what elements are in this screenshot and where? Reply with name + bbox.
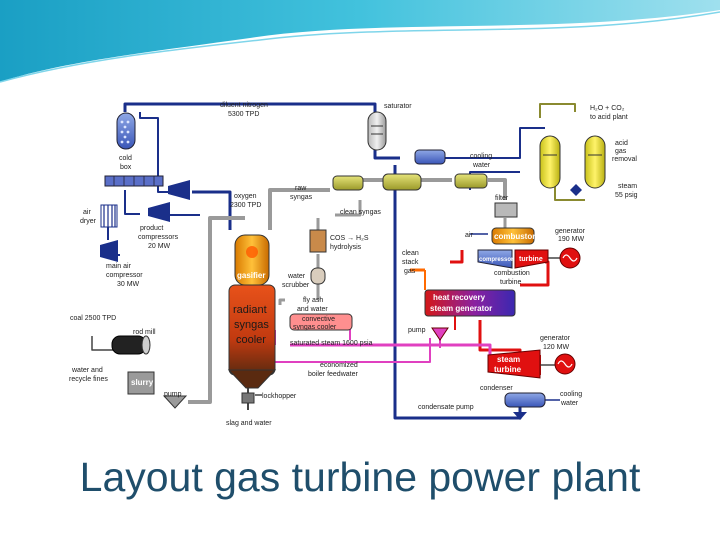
label-cooling-bottom: cooling bbox=[560, 391, 582, 398]
syngas-heat-exchangers bbox=[332, 173, 488, 191]
label-saturator: saturator bbox=[384, 103, 412, 110]
label-cold: cold bbox=[119, 155, 132, 162]
label-flyash-1: fly ash bbox=[303, 297, 323, 304]
label-water-and: water and bbox=[71, 367, 103, 374]
label-oxygen: oxygen bbox=[234, 193, 257, 200]
label-raw: raw bbox=[295, 185, 307, 192]
label-oxygen-rate: 2300 TPD bbox=[230, 202, 261, 209]
saturator-unit bbox=[367, 111, 387, 151]
label-clean-syngas: clean syngas bbox=[340, 209, 381, 216]
label-hydrolysis: hydrolysis bbox=[330, 244, 362, 251]
label-turbine: turbine bbox=[519, 256, 543, 263]
label-water-bottom: water bbox=[560, 400, 579, 407]
heat-recovery-steam-generator bbox=[424, 289, 516, 317]
label-generator-bottom-mw: 120 MW bbox=[543, 344, 569, 351]
label-generator-top-mw: 190 MW bbox=[558, 236, 584, 243]
radiant-syngas-cooler bbox=[227, 284, 277, 389]
convective-syngas-cooler bbox=[289, 313, 353, 331]
heat-exchanger-blue bbox=[414, 149, 446, 165]
water-scrubber-unit bbox=[310, 267, 326, 285]
label-removal: removal bbox=[612, 156, 637, 163]
label-convective: convective bbox=[302, 316, 335, 323]
label-h2o-co2: H₂O + CO₂ bbox=[590, 105, 625, 112]
label-diluent-nitrogen-rate: 5300 TPD bbox=[228, 111, 259, 118]
label-water-top: water bbox=[472, 162, 491, 169]
label-water-scrubber-2: scrubber bbox=[282, 282, 310, 289]
label-boiler-feedwater: boiler feedwater bbox=[308, 371, 358, 378]
label-water-scrubber-1: water bbox=[287, 273, 306, 280]
filter-unit bbox=[494, 202, 518, 218]
label-recycle-fines: recycle fines bbox=[69, 376, 108, 383]
label-steam-turbine-2: turbine bbox=[494, 365, 522, 374]
label-combustor: combustor bbox=[494, 232, 535, 241]
label-main-air-mw: 30 MW bbox=[117, 281, 140, 288]
label-air-dryer-2: dryer bbox=[80, 218, 97, 225]
lockhopper-unit bbox=[241, 392, 255, 404]
acid-gas-removal-columns bbox=[539, 135, 606, 196]
cos-hydrolysis-unit bbox=[309, 229, 327, 253]
compressor-icons bbox=[100, 180, 190, 262]
steam-turbine-unit bbox=[487, 349, 541, 379]
gas-turbine-train bbox=[477, 227, 549, 269]
label-main-air-compressor: compressor bbox=[106, 272, 143, 279]
label-air-dryer-1: air bbox=[83, 209, 91, 216]
condenser-unit bbox=[504, 392, 546, 408]
label-diluent-nitrogen: diluent nitrogen bbox=[220, 102, 268, 109]
label-gasifier: gasifier bbox=[237, 271, 265, 280]
label-convective-cooler: syngas cooler bbox=[293, 324, 337, 331]
label-pump-hrsg: pump bbox=[408, 327, 426, 334]
label-to-acid-plant: to acid plant bbox=[590, 114, 628, 121]
label-saturated-steam: saturated steam 1600 psia bbox=[290, 340, 373, 347]
label-product-mw: 20 MW bbox=[148, 243, 171, 250]
label-combustion-turbine: turbine bbox=[500, 279, 522, 286]
slurry-tank-unit bbox=[127, 371, 155, 395]
label-box: box bbox=[120, 164, 132, 171]
label-filter: filter bbox=[495, 195, 509, 202]
label-coal: coal 2500 TPD bbox=[70, 315, 116, 322]
label-stack: stack bbox=[402, 259, 419, 266]
label-generator-bottom: generator bbox=[540, 335, 571, 342]
label-product: product bbox=[140, 225, 163, 232]
label-condenser: condenser bbox=[480, 385, 513, 392]
label-pump-slurry: pump bbox=[164, 391, 182, 398]
label-main-air: main air bbox=[106, 263, 132, 270]
label-air: air bbox=[465, 232, 473, 239]
label-hrsg-2: steam generator bbox=[430, 304, 492, 313]
label-syngas: syngas bbox=[290, 194, 313, 201]
generator-icons bbox=[554, 247, 581, 375]
label-generator-top: generator bbox=[555, 228, 586, 235]
label-compressors: compressors bbox=[138, 234, 179, 241]
label-flyash-2: and water bbox=[297, 306, 328, 313]
label-gas-stack: gas bbox=[404, 268, 416, 275]
label-radiant-syngas: syngas bbox=[234, 319, 269, 331]
label-hrsg-1: heat recovery bbox=[433, 293, 486, 302]
label-steam-psig: 55 psig bbox=[615, 192, 638, 199]
label-cooling-top: cooling bbox=[470, 153, 492, 160]
label-radiant-cooler: cooler bbox=[236, 334, 266, 346]
air-dryer-unit bbox=[100, 204, 118, 228]
label-compressor: compressor bbox=[479, 257, 514, 263]
label-combustion: combustion bbox=[494, 270, 530, 277]
diagram-labels: diluent nitrogen 5300 TPD saturator H₂O … bbox=[69, 102, 638, 427]
rod-mill-unit bbox=[111, 335, 151, 355]
label-acid: acid bbox=[615, 140, 628, 147]
top-wave-decoration bbox=[0, 0, 720, 83]
label-clean: clean bbox=[402, 250, 419, 257]
label-cos-h2s: COS → H₂S bbox=[330, 235, 369, 242]
label-steam-turbine-1: steam bbox=[497, 355, 520, 364]
label-lockhopper: lockhopper bbox=[262, 393, 297, 400]
label-condensate-pump: condensate pump bbox=[418, 404, 474, 411]
label-slag-water: slag and water bbox=[226, 420, 272, 427]
label-economized: economized bbox=[320, 362, 358, 369]
slide-title: Layout gas turbine power plant bbox=[79, 454, 641, 500]
label-radiant: radiant bbox=[233, 304, 267, 316]
label-slurry: slurry bbox=[131, 378, 154, 387]
pump-icons bbox=[162, 327, 527, 420]
label-steam: steam bbox=[618, 183, 637, 190]
label-gas: gas bbox=[615, 148, 627, 155]
label-rod-mill: rod mill bbox=[133, 329, 156, 336]
cold-box-unit bbox=[104, 112, 164, 187]
